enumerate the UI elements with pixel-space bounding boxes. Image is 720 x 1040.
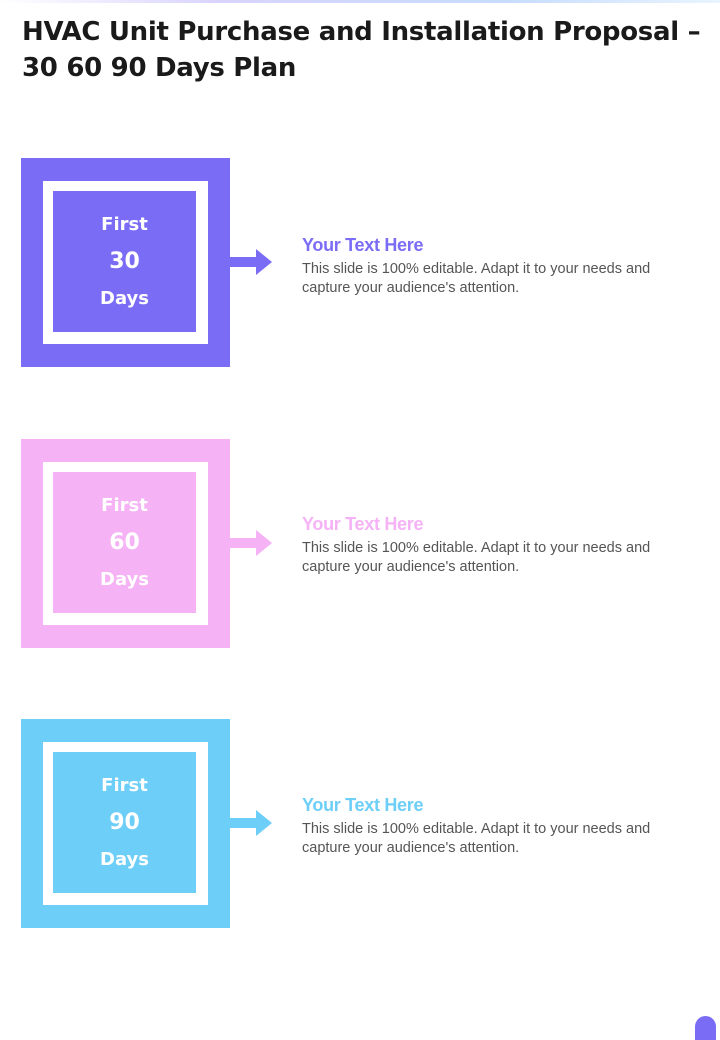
period-box-outer: First 90 Days <box>21 719 230 928</box>
right-arrow-icon <box>230 810 272 836</box>
row-text-block: Your Text Here This slide is 100% editab… <box>302 513 702 577</box>
period-box-frame: First 30 Days <box>43 181 208 344</box>
row-body: This slide is 100% editable. Adapt it to… <box>302 540 651 575</box>
row-text-block: Your Text Here This slide is 100% editab… <box>302 794 702 858</box>
row-text-block: Your Text Here This slide is 100% editab… <box>302 234 702 298</box>
period-box-frame: First 90 Days <box>43 742 208 905</box>
period-label-first: First <box>101 775 148 796</box>
corner-tab <box>695 1016 716 1040</box>
plan-row-30-days: First 30 Days Your Text Here This slide … <box>0 158 720 368</box>
period-box-outer: First 60 Days <box>21 439 230 648</box>
row-heading: Your Text Here <box>302 795 424 815</box>
top-accent-strip <box>0 0 720 3</box>
period-box-frame: First 60 Days <box>43 462 208 625</box>
period-label-days: Days <box>100 288 149 309</box>
row-heading: Your Text Here <box>302 514 424 534</box>
right-arrow-icon <box>230 530 272 556</box>
row-heading: Your Text Here <box>302 235 424 255</box>
page-title: HVAC Unit Purchase and Installation Prop… <box>22 17 701 83</box>
period-box-inner: First 30 Days <box>53 191 196 332</box>
right-arrow-icon <box>230 249 272 275</box>
row-body: This slide is 100% editable. Adapt it to… <box>302 821 651 856</box>
period-label-days: Days <box>100 849 149 870</box>
row-body: This slide is 100% editable. Adapt it to… <box>302 261 651 296</box>
period-box-inner: First 90 Days <box>53 752 196 893</box>
period-number: 90 <box>109 810 140 835</box>
plan-row-90-days: First 90 Days Your Text Here This slide … <box>0 719 720 929</box>
plan-row-60-days: First 60 Days Your Text Here This slide … <box>0 439 720 649</box>
period-number: 30 <box>109 249 140 274</box>
period-label-first: First <box>101 495 148 516</box>
period-label-days: Days <box>100 569 149 590</box>
period-box-inner: First 60 Days <box>53 472 196 613</box>
period-box-outer: First 30 Days <box>21 158 230 367</box>
period-number: 60 <box>109 530 140 555</box>
period-label-first: First <box>101 214 148 235</box>
